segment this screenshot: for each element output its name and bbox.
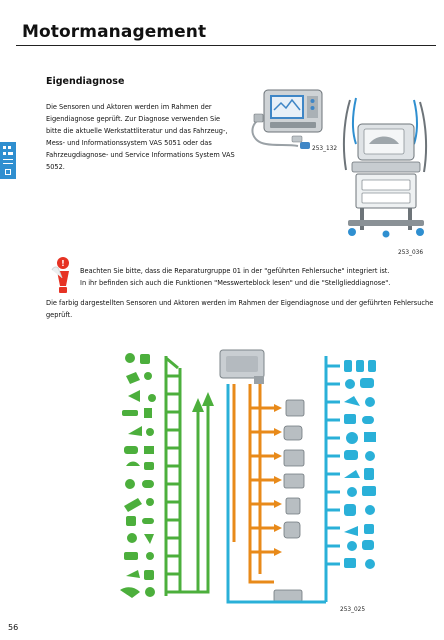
note-line-2: In ihr befinden sich auch die Funktionen… (80, 278, 391, 287)
note-warning-icon: ! (51, 257, 69, 293)
actuator-lines (226, 356, 340, 604)
diagnostic-tester-figure (251, 89, 323, 149)
diagnostic-cart-figure (342, 97, 428, 238)
note-line-1: Beachten Sie bitte, dass die Reparaturgr… (80, 267, 390, 275)
sensor-actuator-diagram (120, 349, 376, 604)
svg-text:!: ! (61, 259, 65, 268)
note-text: Beachten Sie bitte, dass die Reparaturgr… (80, 266, 436, 289)
control-module-icons (273, 399, 305, 603)
tester-figure-caption: 253_132 (312, 146, 338, 152)
section-paragraph: Die Sensoren und Aktoren werden im Rahme… (46, 103, 235, 171)
engine-control-unit (219, 349, 265, 384)
section-heading: Eigendiagnose (46, 76, 125, 87)
sensor-lines (164, 356, 210, 596)
control-unit-links (232, 384, 274, 584)
actuator-icons (344, 360, 376, 569)
cart-figure-caption: 253_036 (398, 250, 424, 256)
diagram-caption: 253_025 (340, 607, 366, 613)
diagram-intro: Die farbig dargestellten Sensoren und Ak… (46, 299, 434, 319)
page-title: Motormanagement (22, 22, 207, 42)
page-number: 56 (8, 623, 19, 632)
title-rule (16, 45, 436, 46)
chapter-tab (0, 142, 16, 179)
sensor-icons (120, 353, 156, 598)
